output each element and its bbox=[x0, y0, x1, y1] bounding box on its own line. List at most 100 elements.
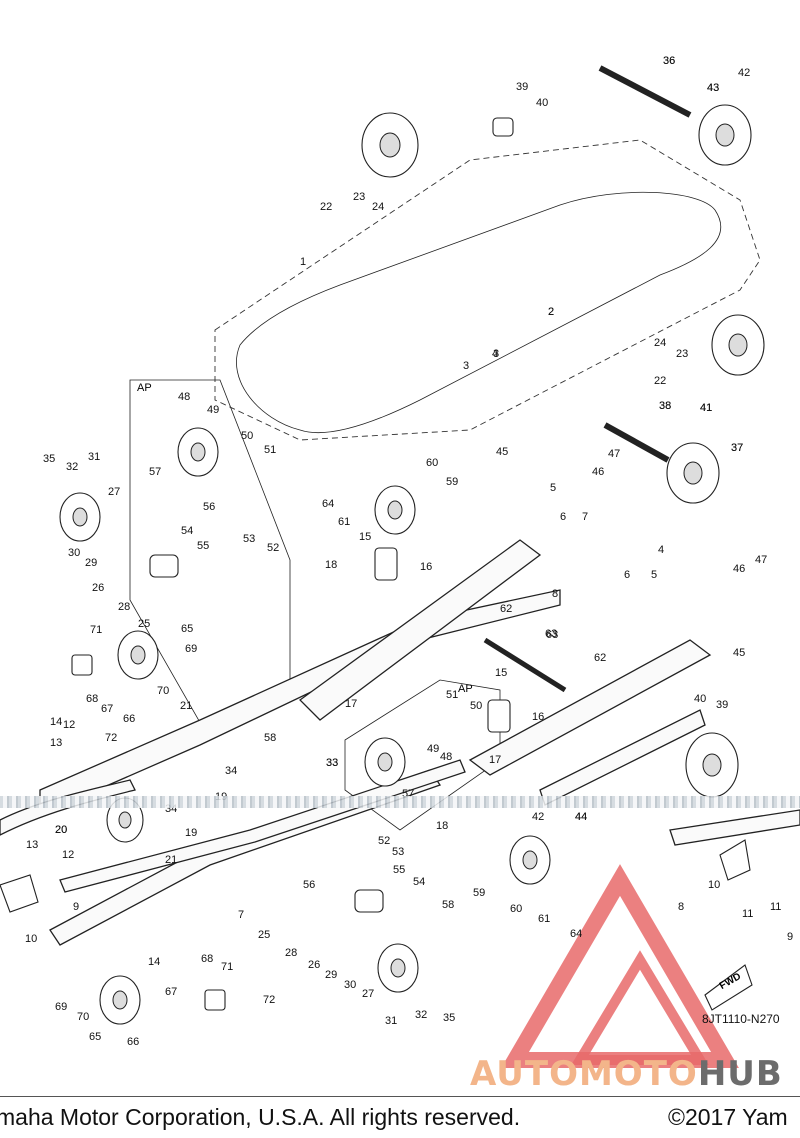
callout-53-b: 53 bbox=[392, 846, 404, 858]
callout-11: 11 bbox=[742, 908, 753, 920]
callout-14: 14 bbox=[50, 716, 62, 728]
track-belt-outline bbox=[214, 139, 761, 441]
callout-31: 31 bbox=[88, 451, 100, 463]
callout-22-b: 22 bbox=[654, 375, 666, 387]
callout-24-b: 24 bbox=[654, 337, 666, 349]
callout-labels: 1223344556677889910101111121213131414151… bbox=[25, 55, 793, 1048]
callout-2-b: 2 bbox=[548, 306, 554, 318]
callout-20: 20 bbox=[55, 824, 67, 836]
callout-6-b: 6 bbox=[624, 569, 630, 581]
callout-54: 54 bbox=[181, 525, 193, 537]
callout-43: 43 bbox=[707, 82, 719, 94]
callout-9-b: 9 bbox=[787, 931, 793, 943]
callout-50: 50 bbox=[241, 430, 253, 442]
callout-67: 67 bbox=[101, 703, 113, 715]
callout-12: 12 bbox=[63, 719, 75, 731]
callout-36-b: 36 bbox=[663, 55, 675, 67]
callout-13-b: 13 bbox=[26, 839, 38, 851]
bracket-15 bbox=[374, 547, 398, 581]
bushing-54 bbox=[149, 554, 179, 578]
callout-25: 25 bbox=[138, 618, 150, 630]
callout-19: 19 bbox=[185, 827, 197, 839]
bushing-39 bbox=[492, 117, 514, 137]
callout-47-b: 47 bbox=[755, 554, 767, 566]
callout-69: 69 bbox=[185, 643, 197, 655]
callout-25-b: 25 bbox=[258, 929, 270, 941]
idler-wheel-44 bbox=[685, 732, 739, 798]
callout-51-b: 51 bbox=[446, 689, 458, 701]
callout-27-b: 27 bbox=[362, 988, 374, 1000]
callout-57: 57 bbox=[149, 466, 161, 478]
callout-35-b: 35 bbox=[443, 1012, 455, 1024]
callout-8-b: 8 bbox=[678, 901, 684, 913]
callout-61: 61 bbox=[338, 516, 350, 528]
callout-21-b: 21 bbox=[180, 700, 192, 712]
callout-67-b: 67 bbox=[165, 986, 177, 998]
idler-wheel-right bbox=[711, 314, 765, 376]
track-belt-inner bbox=[236, 191, 722, 434]
callout-30-b: 30 bbox=[344, 979, 356, 991]
copyright-right: ©2017 Yam bbox=[668, 1104, 788, 1130]
callout-2: 2 bbox=[548, 306, 554, 318]
callout-28-b: 28 bbox=[285, 947, 297, 959]
callout-7: 7 bbox=[582, 511, 588, 523]
callout-42: 42 bbox=[738, 67, 750, 79]
callout-66: 66 bbox=[123, 713, 135, 725]
callout-22: 22 bbox=[320, 201, 332, 213]
bushing-54b bbox=[354, 889, 384, 913]
callout-68: 68 bbox=[86, 693, 98, 705]
slide-rail-upper-b bbox=[299, 539, 542, 721]
callout-10-b: 10 bbox=[25, 933, 37, 945]
callout-3-b: 3 bbox=[493, 348, 499, 360]
callout-46: 46 bbox=[592, 466, 604, 478]
callout-39-b: 39 bbox=[716, 699, 728, 711]
callout-63: 63 bbox=[546, 629, 558, 641]
callout-48: 48 bbox=[178, 391, 190, 403]
callout-37-b: 37 bbox=[731, 442, 743, 454]
callout-41-b: 41 bbox=[700, 402, 712, 414]
callout-23-b: 23 bbox=[676, 348, 688, 360]
drawing-code: 8JT1110-N270 bbox=[702, 1012, 780, 1026]
panel-label-ap-top: AP bbox=[137, 382, 152, 394]
callout-49-b: 49 bbox=[427, 743, 439, 755]
callout-28: 28 bbox=[118, 601, 130, 613]
callout-40: 40 bbox=[536, 97, 548, 109]
block-71b bbox=[204, 989, 226, 1011]
callout-4: 4 bbox=[492, 348, 498, 360]
idler-wheel-60b bbox=[509, 835, 551, 885]
callout-45-b: 45 bbox=[733, 647, 745, 659]
callout-42-b: 42 bbox=[532, 811, 544, 823]
idler-wheel-65b bbox=[99, 975, 141, 1025]
callout-32-b: 32 bbox=[415, 1009, 427, 1021]
callout-55-b: 55 bbox=[393, 864, 405, 876]
callout-24: 24 bbox=[372, 201, 384, 213]
callout-48-b: 48 bbox=[440, 751, 452, 763]
callout-37: 37 bbox=[731, 442, 743, 454]
callout-51: 51 bbox=[264, 444, 276, 456]
idler-wheel-31b bbox=[377, 943, 419, 993]
footer: maha Motor Corporation, U.S.A. All right… bbox=[0, 1096, 800, 1138]
idler-wheel-top bbox=[361, 112, 419, 178]
callout-30: 30 bbox=[68, 547, 80, 559]
callout-5-b: 5 bbox=[651, 569, 657, 581]
callout-44-b: 44 bbox=[575, 811, 587, 823]
callout-72: 72 bbox=[105, 732, 117, 744]
callout-62: 62 bbox=[500, 603, 512, 615]
copyright-left: maha Motor Corporation, U.S.A. All right… bbox=[0, 1104, 521, 1130]
callout-18-b: 18 bbox=[325, 559, 337, 571]
fwd-arrow bbox=[704, 964, 753, 1011]
callout-41: 41 bbox=[700, 402, 712, 414]
callout-12-b: 12 bbox=[62, 849, 74, 861]
idler-wheel-49b bbox=[364, 737, 406, 787]
callout-58-b: 58 bbox=[442, 899, 454, 911]
callout-47: 47 bbox=[608, 448, 620, 460]
callout-6: 6 bbox=[560, 511, 566, 523]
callout-35: 35 bbox=[43, 453, 55, 465]
shaft-38 bbox=[603, 422, 670, 463]
callout-69-b: 69 bbox=[55, 1001, 67, 1013]
callout-64: 64 bbox=[322, 498, 334, 510]
callout-53: 53 bbox=[243, 533, 255, 545]
idler-wheel-41 bbox=[666, 442, 720, 504]
callout-9: 9 bbox=[73, 901, 79, 913]
